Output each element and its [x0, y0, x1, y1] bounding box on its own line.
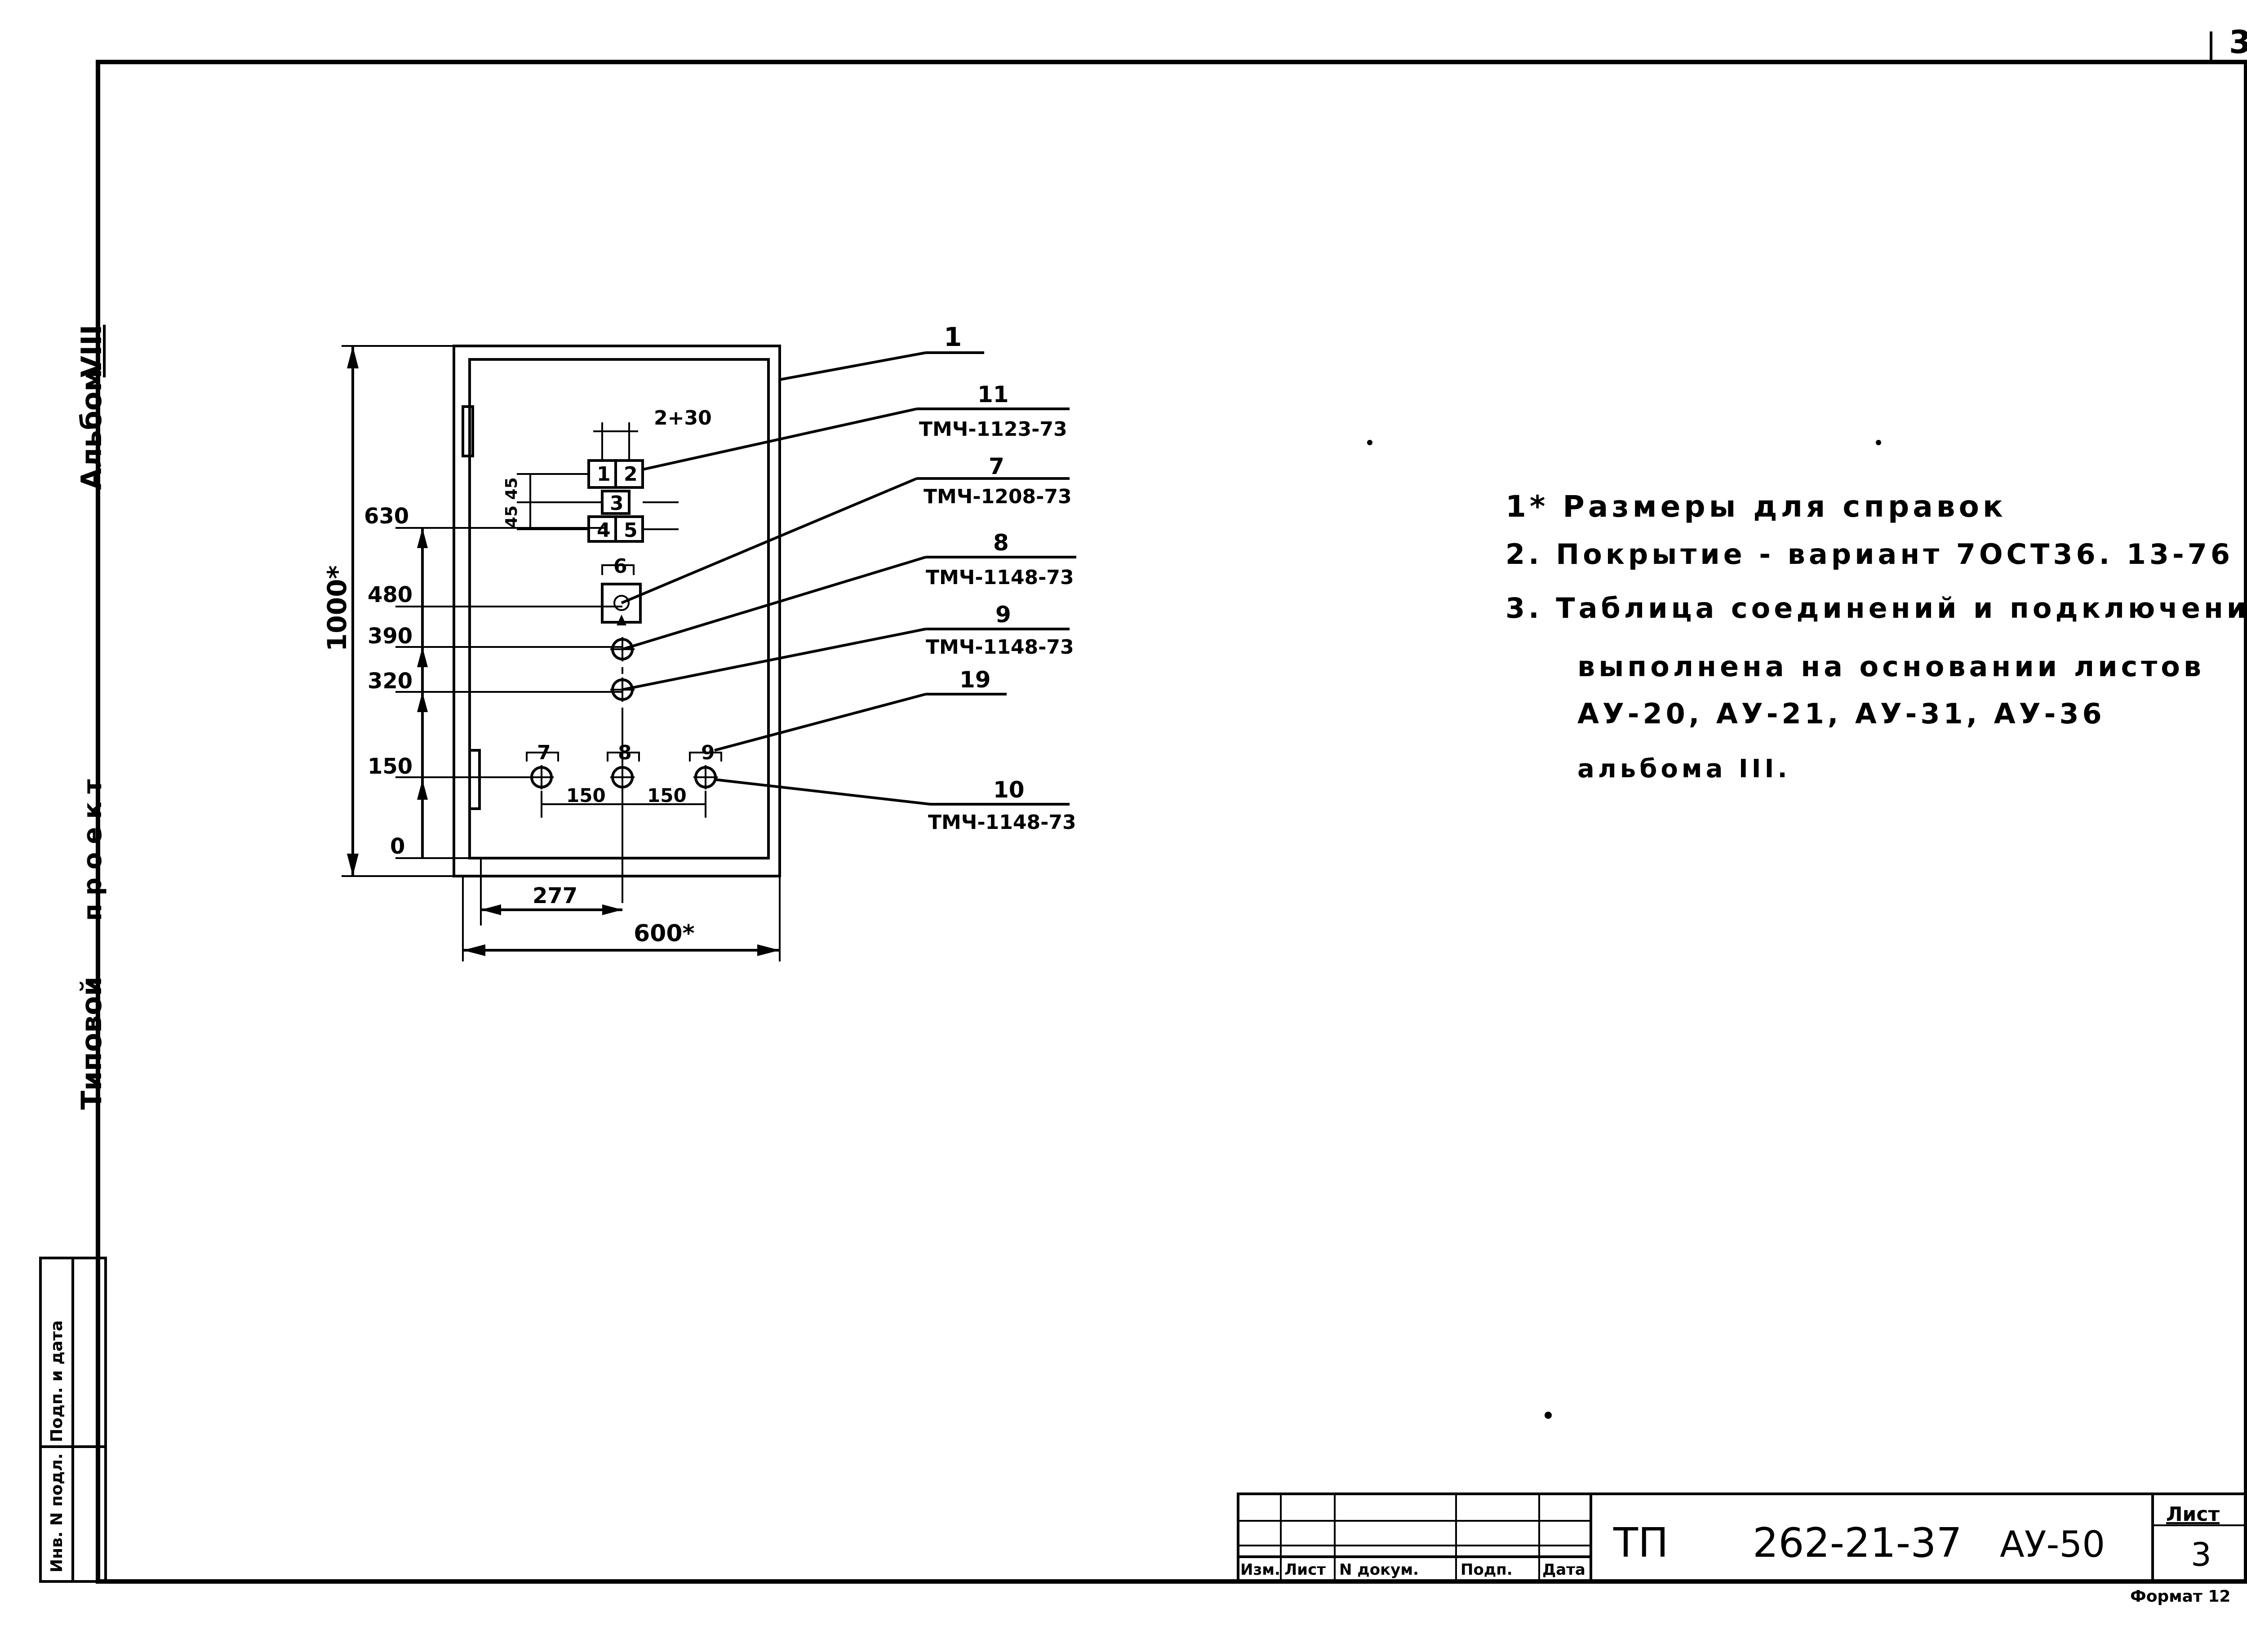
level-480: 480	[368, 582, 413, 607]
stamp-sign-date: Подп. и дата	[48, 1320, 66, 1442]
notes: 1* Размеры для справок 2. Покрытие - вар…	[1505, 489, 2247, 784]
label-project: проект	[78, 771, 107, 921]
speck	[1876, 440, 1881, 445]
callout-7-code: ТМЧ-1208-73	[924, 485, 1072, 508]
hinge-top	[462, 405, 474, 457]
callout-1-num: 1	[944, 322, 962, 352]
label-typical: Типовой	[75, 977, 108, 1110]
callout-11-code: ТМЧ-1123-73	[919, 418, 1067, 441]
col-doc: N докум.	[1339, 1561, 1419, 1579]
cabinet-drawing: 1000* 630 480 390 320 150 0 1 2 3 4 5	[322, 322, 1076, 961]
speck	[1367, 440, 1372, 445]
label-album-num: VIII	[75, 325, 108, 377]
cabinet-door	[468, 358, 770, 859]
hinge-bottom	[468, 749, 481, 810]
title-number: 262-21-37	[1753, 1519, 1962, 1567]
note-2: 2. Покрытие - вариант 7ОСТ36. 13-76	[1505, 538, 2234, 571]
cell-1-label: 1	[597, 463, 611, 486]
stamp-inv-no: Инв. N подл.	[48, 1453, 66, 1572]
cabinet-body	[453, 345, 781, 877]
level-320: 320	[368, 669, 413, 694]
cell-3-label: 3	[610, 492, 624, 515]
cell-2-label: 2	[624, 463, 638, 486]
note-3: 3. Таблица соединений и подключений	[1505, 592, 2247, 624]
col-podp: Подп.	[1461, 1561, 1513, 1579]
dim-width: 600*	[634, 920, 695, 947]
sheet-frame	[96, 60, 2247, 1584]
corner-sheet-mark: 3	[2229, 24, 2247, 61]
callout-11-num: 11	[977, 381, 1009, 407]
left-stamp: Инв. N подл. Подп. и дата	[39, 1257, 107, 1583]
cell-4-label: 4	[597, 519, 611, 542]
dim-height: 1000*	[322, 565, 352, 651]
sheet-label: Лист	[2166, 1503, 2220, 1526]
title-block: Изм. Лист N докум. Подп. Дата ТП 262-21-…	[1237, 1493, 2247, 1606]
title-code: АУ-50	[2000, 1524, 2105, 1565]
callout-8-code: ТМЧ-1148-73	[926, 566, 1074, 589]
note-3-cont1: выполнена на основании листов	[1577, 650, 2205, 683]
dim-offset-x: 277	[533, 883, 577, 908]
note-1: 1* Размеры для справок	[1505, 489, 2007, 524]
title-tp: ТП	[1613, 1519, 1669, 1567]
col-data: Дата	[1542, 1561, 1585, 1579]
note-3-cont2: АУ-20, АУ-21, АУ-31, АУ-36	[1577, 697, 2105, 730]
note-3-cont3: альбома III.	[1577, 754, 1791, 784]
callout-9-code: ТМЧ-1148-73	[926, 636, 1074, 659]
callout-10-num: 10	[993, 777, 1025, 803]
col-list: Лист	[1284, 1561, 1326, 1579]
callout-8-num: 8	[993, 530, 1009, 556]
marker-6: 6	[613, 555, 627, 578]
dim-spacing-2: 150	[647, 784, 687, 806]
level-0: 0	[390, 834, 405, 859]
format-label: Формат 12	[2130, 1587, 2230, 1606]
dim-block-gap: 45 45	[502, 477, 521, 528]
dim-top-gap: 2+30	[654, 407, 712, 430]
label-album: Альбом	[75, 369, 108, 490]
callout-9-num: 9	[995, 602, 1011, 628]
level-390: 390	[368, 624, 413, 649]
dim-spacing-1: 150	[566, 784, 606, 806]
callout-10-code: ТМЧ-1148-73	[928, 811, 1076, 834]
callout-7-num: 7	[989, 453, 1004, 479]
col-izm: Изм.	[1240, 1561, 1280, 1579]
level-150: 150	[368, 754, 413, 779]
speck	[1545, 1412, 1552, 1419]
sheet-number: 3	[2191, 1536, 2211, 1573]
cell-5-label: 5	[624, 519, 638, 542]
level-630: 630	[364, 504, 409, 529]
callout-19-num: 19	[959, 667, 991, 693]
